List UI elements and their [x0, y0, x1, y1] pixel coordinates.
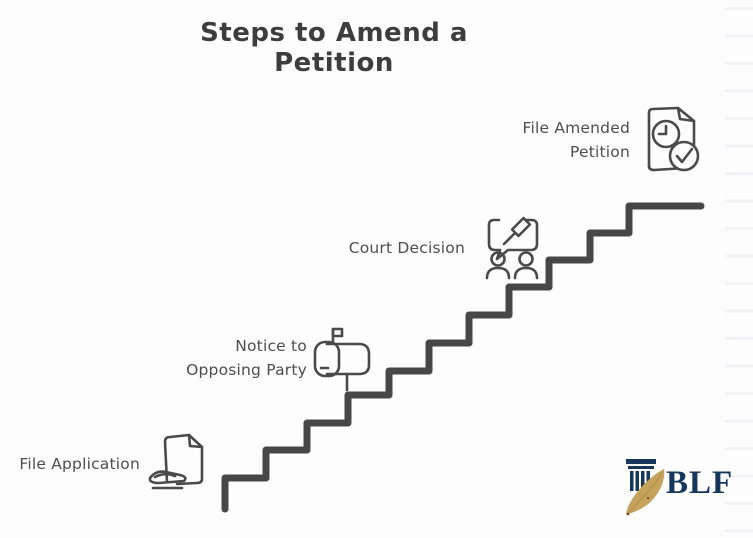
- page-title: Steps to Amend a Petition: [200, 18, 468, 78]
- column-quill-icon: [626, 459, 665, 516]
- step-label-file-application: File Application: [19, 455, 140, 473]
- step-label-court-decision: Court Decision: [348, 239, 465, 257]
- logo-text: BLF: [666, 465, 734, 501]
- step-label-notice-to-opposing-party: Notice to Opposing Party: [186, 337, 307, 379]
- step-label-file-amended-petition: File Amended Petition: [522, 119, 630, 161]
- mailbox-icon: [313, 327, 371, 392]
- people-gavel-speech-icon: [485, 216, 539, 280]
- document-clock-check-icon: [647, 106, 700, 172]
- blf-logo: BLF: [618, 453, 753, 531]
- hand-document-icon: [148, 433, 204, 490]
